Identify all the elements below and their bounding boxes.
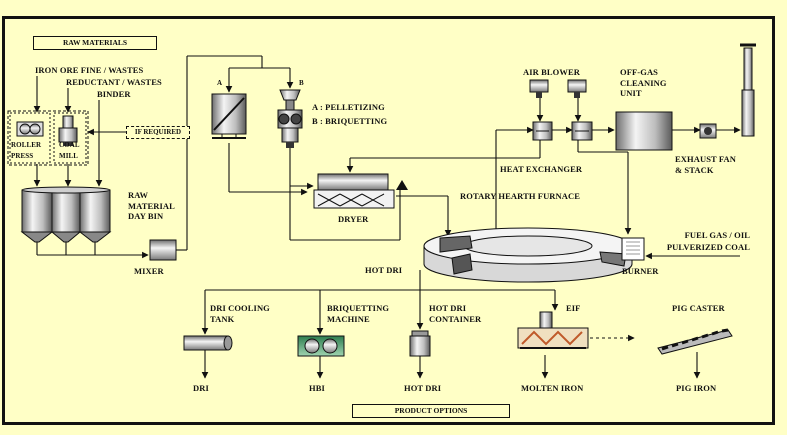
heat-exchanger-label: HEAT EXCHANGER bbox=[500, 164, 583, 174]
hot-dri-output-label: HOT DRI bbox=[404, 383, 442, 393]
molten-iron-output-label: MOLTEN IRON bbox=[521, 383, 584, 393]
off-gas-cleaning-label: OFF-GAS CLEANING UNIT bbox=[620, 67, 667, 98]
diagram-frame bbox=[2, 16, 775, 425]
day-bin-label: RAW MATERIAL DAY BIN bbox=[128, 190, 175, 221]
eif-icon bbox=[517, 311, 589, 349]
hbi-output-label: HBI bbox=[309, 383, 325, 393]
stack-icon bbox=[740, 43, 756, 137]
pig-iron-output-label: PIG IRON bbox=[676, 383, 717, 393]
product-options-header: PRODUCT OPTIONS bbox=[352, 404, 510, 418]
briquetting-icon bbox=[277, 89, 303, 148]
binder-label: BINDER bbox=[97, 89, 131, 99]
hot-dri-container-label: HOT DRI CONTAINER bbox=[429, 303, 482, 324]
dryer-label: DRYER bbox=[338, 214, 369, 224]
roller-press-icon bbox=[16, 121, 44, 137]
fuel-label: FUEL GAS / OIL PULVERIZED COAL bbox=[666, 230, 750, 252]
exhaust-fan-stack-label: EXHAUST FAN & STACK bbox=[675, 154, 737, 175]
heat-exchanger-icon bbox=[532, 121, 593, 141]
eif-label: EIF bbox=[566, 303, 581, 313]
off-gas-cleaning-unit-icon bbox=[615, 111, 673, 151]
pig-caster-label: PIG CASTER bbox=[672, 303, 725, 313]
mixer-label: MIXER bbox=[134, 266, 164, 276]
if-required-label: IF REQUIRED bbox=[126, 126, 190, 139]
briquetting-b-marker: B bbox=[299, 79, 304, 87]
dri-output-label: DRI bbox=[193, 383, 209, 393]
pelletizing-a-marker: A bbox=[217, 79, 223, 87]
coal-mill-icon bbox=[58, 115, 78, 146]
roller-press-coal-mill-enclosure bbox=[7, 110, 89, 166]
air-blower-icon bbox=[529, 79, 587, 98]
pig-caster-icon bbox=[657, 328, 733, 355]
hot-dri-container-icon bbox=[409, 330, 431, 357]
briquetting-machine-label: BRIQUETTING MACHINE bbox=[327, 303, 390, 324]
dri-cooling-tank-icon bbox=[183, 335, 233, 351]
pelletizing-legend: A : PELLETIZING bbox=[312, 102, 385, 112]
briquetting-machine-icon bbox=[297, 335, 345, 357]
mixer-icon bbox=[149, 239, 177, 261]
exhaust-fan-icon bbox=[699, 123, 717, 139]
rotary-hearth-furnace-label: ROTARY HEARTH FURNACE bbox=[460, 191, 581, 201]
hot-dri-label: HOT DRI bbox=[365, 265, 403, 275]
briquetting-legend: B : BRIQUETTING bbox=[312, 116, 388, 126]
raw-material-day-bin-icon bbox=[20, 186, 112, 243]
raw-materials-header: RAW MATERIALS bbox=[33, 36, 157, 50]
flow-lines bbox=[33, 55, 741, 379]
burner-label: BURNER bbox=[622, 266, 659, 276]
roller-press-label: ROLLER PRESS bbox=[11, 141, 42, 160]
burner-icon bbox=[621, 237, 645, 261]
pelletizer-icon bbox=[211, 93, 247, 139]
air-blower-label: AIR BLOWER bbox=[523, 67, 580, 77]
iron-ore-label: IRON ORE FINE / WASTES bbox=[35, 65, 144, 75]
dryer-icon bbox=[313, 173, 408, 209]
rotary-hearth-furnace-icon bbox=[423, 227, 633, 283]
reductant-label: REDUCTANT / WASTES bbox=[66, 77, 162, 87]
dri-cooling-tank-label: DRI COOLING TANK bbox=[210, 303, 270, 324]
coal-mill-label: COAL MILL bbox=[59, 141, 80, 160]
